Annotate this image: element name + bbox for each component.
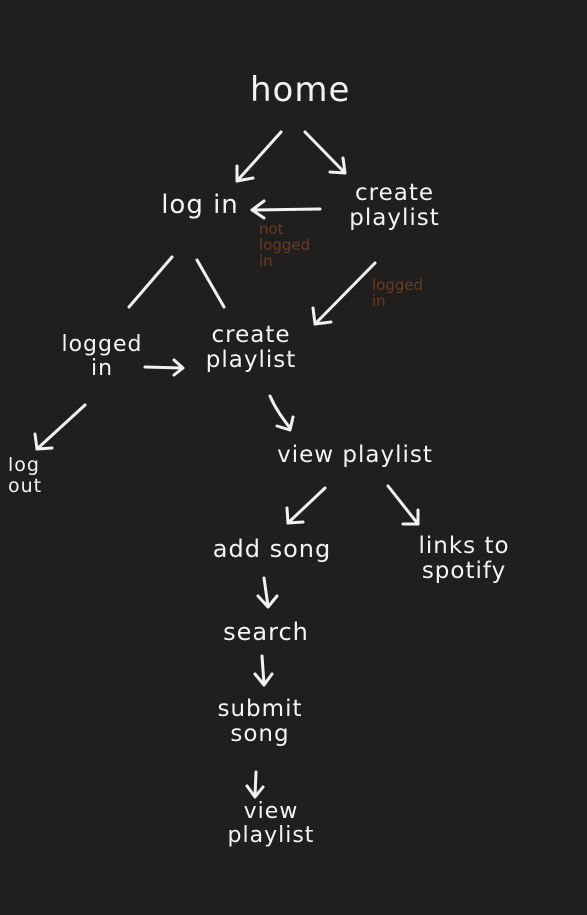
edge-search-to-submit-song <box>253 654 274 687</box>
edge-submit-song-to-view-playlist <box>245 770 265 799</box>
edge-create-playlist-to-view-playlist <box>268 394 295 432</box>
node-view-playlist-bottom: view playlist <box>227 799 315 849</box>
edge-create-playlist-logged-in <box>311 261 377 326</box>
edge-login-to-create-playlist <box>195 258 226 309</box>
node-submit-song: submit song <box>217 696 303 748</box>
edge-home-to-login <box>235 130 283 183</box>
node-add-song: add song <box>212 535 332 563</box>
edge-create-playlist-to-login <box>250 199 322 220</box>
edge-add-song-to-search <box>256 576 279 609</box>
edge-view-playlist-to-add-song <box>285 486 327 525</box>
edge-view-playlist-to-links <box>386 484 420 526</box>
edge-home-to-create-playlist <box>303 130 347 175</box>
node-create-playlist-top: create playlist <box>349 180 440 232</box>
node-search: search <box>223 618 309 646</box>
node-logged-in: logged in <box>61 332 143 382</box>
edge-logged-in-to-log-out <box>33 403 87 451</box>
annotation-not-logged-in: not logged in <box>259 220 311 270</box>
node-view-playlist: view playlist <box>277 442 433 468</box>
node-log-in: log in <box>161 190 239 220</box>
annotation-logged-in: logged in <box>372 276 424 310</box>
node-create-playlist-mid: create playlist <box>205 322 297 374</box>
node-links-to-spotify: links to spotify <box>418 533 510 585</box>
edge-login-to-logged-in <box>127 255 174 309</box>
node-home: home <box>250 70 351 110</box>
edge-logged-in-to-create-playlist <box>143 358 185 377</box>
node-log-out: log out <box>8 454 43 497</box>
